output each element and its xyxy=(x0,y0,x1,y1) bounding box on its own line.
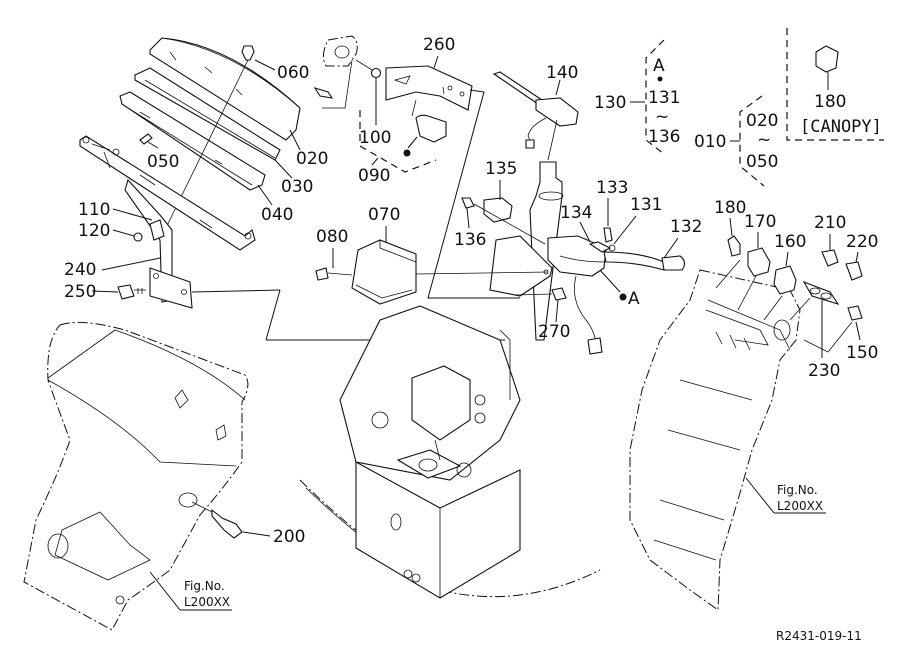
group-010-tilde: ~ xyxy=(757,130,771,150)
dot-marker-a xyxy=(619,293,627,301)
meter-base xyxy=(119,91,266,191)
callout-040: 040 xyxy=(261,205,293,225)
callout-050: 050 xyxy=(147,152,179,172)
callout-132: 132 xyxy=(670,217,702,237)
knob-plate xyxy=(322,35,358,67)
callout-135: 135 xyxy=(485,159,517,179)
fig-ref-right-line1: Fig.No. xyxy=(777,483,818,497)
meter-bracket xyxy=(79,135,256,251)
clamp-110 xyxy=(149,219,165,241)
callout-230: 230 xyxy=(808,361,840,381)
group-130-end: 136 xyxy=(648,127,680,147)
column-bracket xyxy=(489,235,553,297)
group-010-start: 020 xyxy=(746,111,778,131)
bolt-060 xyxy=(241,45,255,61)
callout-170: 170 xyxy=(744,212,776,232)
switch-bracket-group xyxy=(313,35,473,173)
callout-120: 120 xyxy=(78,221,110,241)
fig-ref-right: Fig.No. L200XX xyxy=(745,477,826,514)
clip xyxy=(313,87,334,99)
callout-240: 240 xyxy=(64,260,96,280)
lamp-210 xyxy=(821,249,839,267)
bolt-080 xyxy=(315,267,329,281)
bolt-270 xyxy=(551,287,567,301)
bracket-260 xyxy=(385,65,473,111)
callout-110: 110 xyxy=(78,200,110,220)
meter-panel xyxy=(134,67,281,161)
group-130-start: 131 xyxy=(648,88,680,108)
drawing-number: R2431-019-11 xyxy=(776,629,862,643)
callout-030: 030 xyxy=(281,177,313,197)
meter-cover xyxy=(149,37,301,141)
bulb-200 xyxy=(211,508,243,539)
bolt-250 xyxy=(117,284,135,300)
right-side-panel xyxy=(629,235,863,611)
group-010: 010 020 ~ 050 xyxy=(694,95,778,187)
callout-136: 136 xyxy=(454,230,486,250)
lever-140 xyxy=(492,71,543,105)
callout-270: 270 xyxy=(538,322,570,342)
left-dash-cover xyxy=(23,321,249,631)
fig-ref-left-line1: Fig.No. xyxy=(184,579,225,593)
callout-140: 140 xyxy=(546,63,578,83)
canopy-box: 180 [CANOPY] xyxy=(786,28,884,141)
fig-ref-left: Fig.No. L200XX xyxy=(149,571,232,611)
callout-131: 131 xyxy=(630,195,662,215)
marker-a: A xyxy=(628,289,640,309)
switch-body xyxy=(547,235,607,277)
callout-200: 200 xyxy=(273,527,305,547)
nut-100 xyxy=(370,67,382,79)
callout-180: 180 xyxy=(714,198,746,218)
callout-150: 150 xyxy=(846,343,878,363)
plate-230 xyxy=(802,280,840,305)
canopy-note: [CANOPY] xyxy=(800,117,882,137)
callout-020: 020 xyxy=(296,149,328,169)
group-130-marker: A xyxy=(653,56,665,76)
callout-100: 100 xyxy=(359,128,391,148)
callout-160: 160 xyxy=(774,232,806,252)
lever-132 xyxy=(603,251,665,271)
callout-060: 060 xyxy=(277,63,309,83)
plate-135 xyxy=(483,197,513,223)
switch-knob xyxy=(415,114,447,143)
dot-marker xyxy=(403,149,411,157)
callout-133: 133 xyxy=(596,178,628,198)
callout-090: 090 xyxy=(358,166,390,186)
canopy-part: 180 xyxy=(814,92,846,112)
callout-070: 070 xyxy=(368,205,400,225)
group-010-id: 010 xyxy=(694,132,726,152)
screw-050 xyxy=(139,133,153,145)
group-010-end: 050 xyxy=(746,152,778,172)
fig-ref-left-line2: L200XX xyxy=(184,595,230,609)
plug-150 xyxy=(847,305,863,321)
callout-080: 080 xyxy=(316,227,348,247)
switch-cover-180-canopy xyxy=(815,45,839,73)
control-valve-base xyxy=(299,305,601,599)
group-130-tilde: ~ xyxy=(655,107,669,127)
bolt-136 xyxy=(461,197,475,209)
nut-120 xyxy=(133,232,143,242)
callout-250: 250 xyxy=(64,282,96,302)
group-130-id: 130 xyxy=(594,93,626,113)
screw-133 xyxy=(603,227,613,243)
callout-260: 260 xyxy=(423,35,455,55)
steering-column xyxy=(529,161,563,341)
lamp-220 xyxy=(845,261,863,281)
fig-ref-right-line2: L200XX xyxy=(777,499,823,513)
instrument-panel-assembly xyxy=(79,37,301,309)
group-130: 130 A 131 ~ 136 xyxy=(594,39,680,155)
switch-cover-180 xyxy=(727,235,741,257)
switch-160 xyxy=(773,265,797,295)
combination-switch-group xyxy=(315,71,686,355)
callout-210: 210 xyxy=(814,213,846,233)
callout-134: 134 xyxy=(560,203,592,223)
switch-170 xyxy=(747,247,771,277)
callout-220: 220 xyxy=(846,232,878,252)
